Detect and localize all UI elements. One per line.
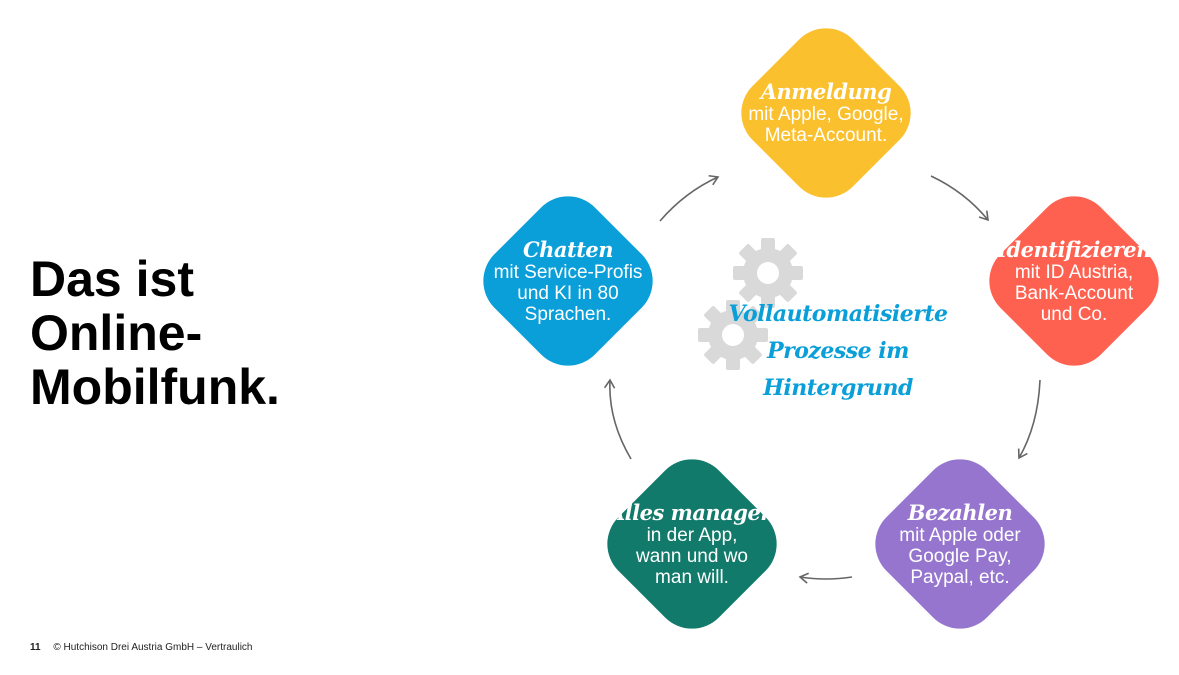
- title-line-2: Online-: [30, 305, 203, 361]
- step-chatten-text: mit Service-Profis und KI in 80 Sprachen…: [493, 261, 643, 325]
- step-identifizieren-heading: Identifizieren: [997, 236, 1151, 262]
- step-anmeldung: Anmeldung mit Apple, Google, Meta-Accoun…: [725, 12, 927, 214]
- arrow-chatten-to-anmeldung: [659, 174, 720, 222]
- title-line-1: Das ist: [30, 251, 194, 307]
- step-anmeldung-text: mit Apple, Google, Meta-Account.: [748, 104, 904, 146]
- step-bezahlen-label: Bezahlen mit Apple oder Google Pay, Payp…: [860, 444, 1060, 644]
- page-title: Das ist Online- Mobilfunk.: [30, 252, 280, 414]
- step-alles-managen: Alles managen in der App, wann und wo ma…: [591, 443, 793, 645]
- arrow-managen-to-chatten: [603, 378, 632, 460]
- arrow-anmeldung-to-identifizieren: [930, 175, 989, 222]
- step-bezahlen-text: mit Apple oder Google Pay, Paypal, etc.: [899, 524, 1021, 588]
- arrow-identifizieren-to-bezahlen: [1017, 379, 1041, 460]
- copyright-notice: © Hutchison Drei Austria GmbH – Vertraul…: [53, 642, 253, 653]
- step-alles-managen-heading: Alles managen: [608, 499, 776, 525]
- arrow-bezahlen-to-managen: [798, 572, 853, 584]
- step-bezahlen-heading: Bezahlen: [907, 499, 1013, 525]
- step-chatten-label: Chatten mit Service-Profis und KI in 80 …: [468, 181, 668, 381]
- step-anmeldung-label: Anmeldung mit Apple, Google, Meta-Accoun…: [726, 13, 926, 213]
- center-caption: Vollautomatisierte Prozesse im Hintergru…: [728, 301, 948, 401]
- step-identifizieren: Identifizieren mit ID Austria, Bank-Acco…: [973, 180, 1175, 382]
- step-alles-managen-label: Alles managen in der App, wann und wo ma…: [592, 444, 792, 644]
- step-identifizieren-text: mit ID Austria, Bank-Account und Co.: [1014, 261, 1134, 325]
- step-alles-managen-text: in der App, wann und wo man will.: [636, 524, 748, 588]
- footer: 11 © Hutchison Drei Austria GmbH – Vertr…: [30, 642, 252, 653]
- step-anmeldung-heading: Anmeldung: [760, 79, 892, 104]
- step-bezahlen: Bezahlen mit Apple oder Google Pay, Payp…: [859, 443, 1061, 645]
- title-line-3: Mobilfunk.: [30, 359, 280, 415]
- page-number: 11: [30, 642, 41, 653]
- step-chatten: Chatten mit Service-Profis und KI in 80 …: [467, 180, 669, 382]
- step-identifizieren-label: Identifizieren mit ID Austria, Bank-Acco…: [974, 181, 1174, 381]
- step-chatten-heading: Chatten: [522, 236, 614, 262]
- gears-icon: [698, 238, 803, 370]
